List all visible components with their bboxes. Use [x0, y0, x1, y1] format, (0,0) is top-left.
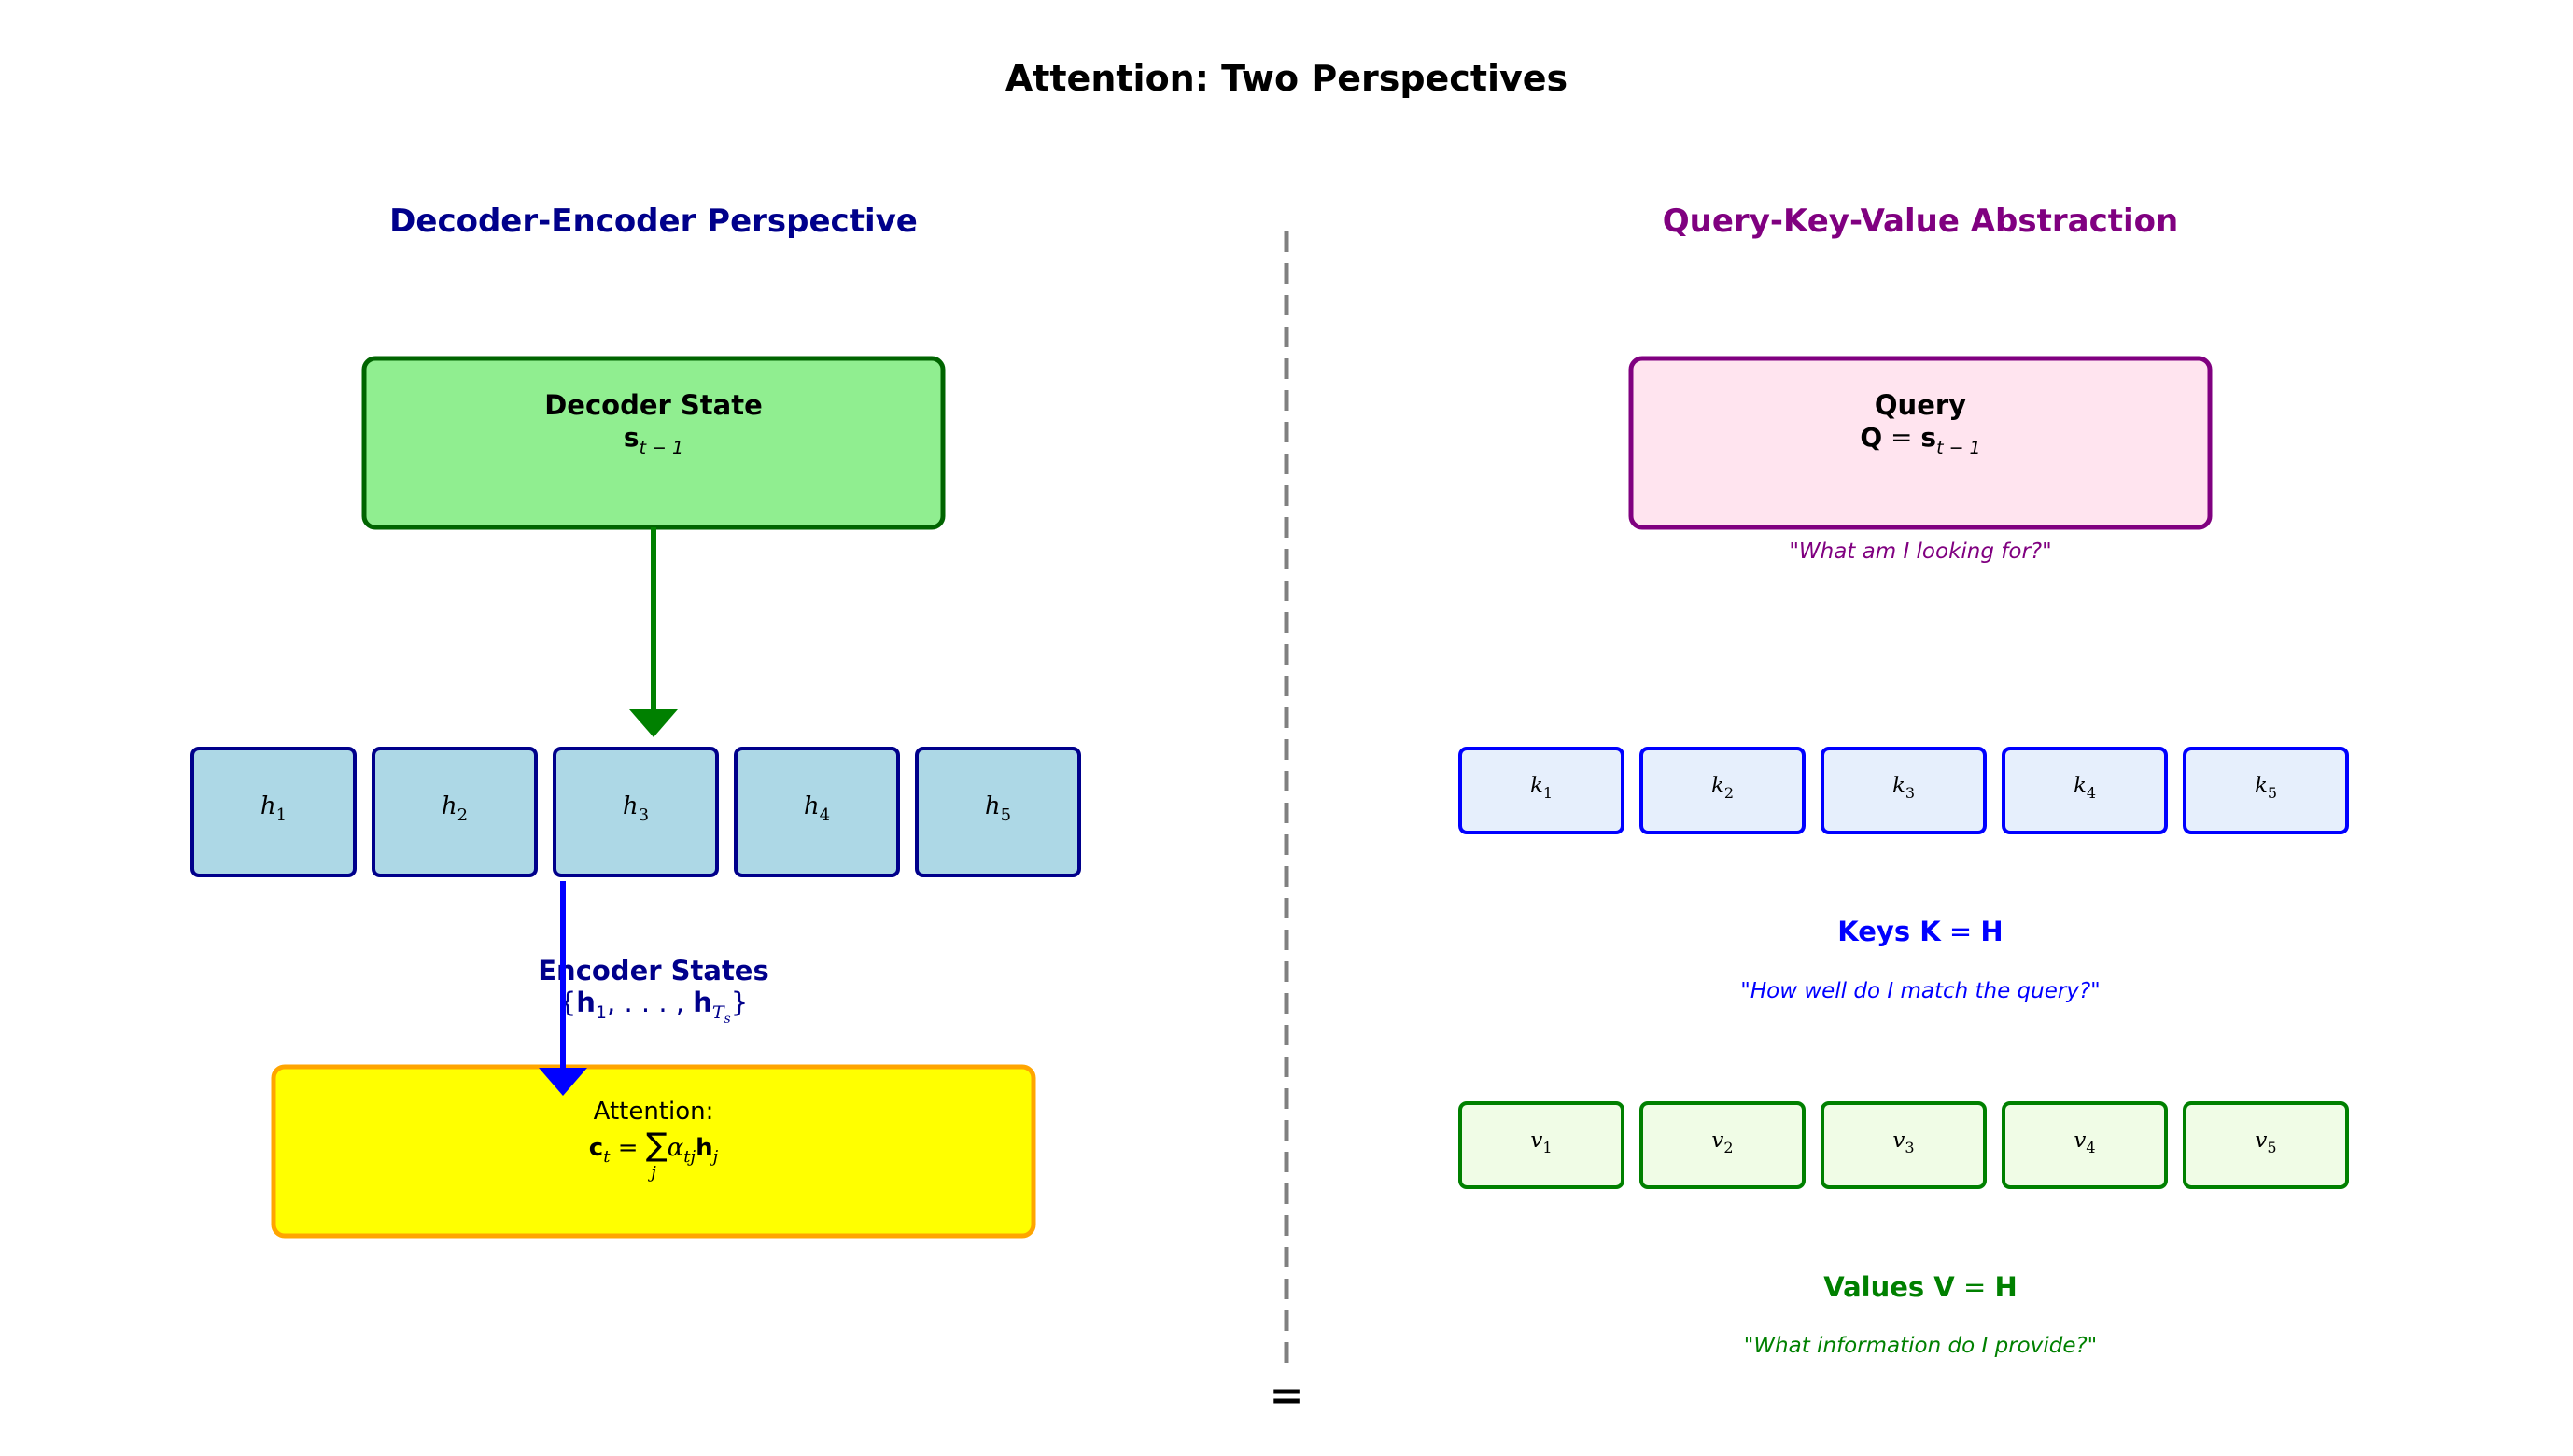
encoder-cell-label: h5: [985, 792, 1011, 825]
divider-label: =: [1270, 1372, 1304, 1420]
encoder-cell-h3: h3: [553, 747, 719, 877]
key-cell-k4: k4: [2002, 747, 2168, 834]
value-cell-v3: v3: [1821, 1101, 1987, 1189]
attention-box: Attention: ct = ∑αtjhj j: [271, 1064, 1036, 1239]
value-cell-label: v3: [1892, 1128, 1914, 1156]
encoder-states-formula: {h1, . . . , hTs}: [559, 987, 748, 1027]
attention-sum-index: j: [647, 1163, 656, 1183]
value-cell-v2: v2: [1639, 1101, 1806, 1189]
key-cell-label: k5: [2255, 774, 2277, 802]
encoder-cell-label: h1: [260, 792, 287, 825]
right-heading: Query-Key-Value Abstraction: [1663, 203, 2178, 240]
encoder-cell-h2: h2: [372, 747, 538, 877]
encoder-cell-label: h4: [804, 792, 830, 825]
key-cell-label: k2: [1711, 774, 1734, 802]
encoder-to-attention-arrow: [539, 881, 587, 1096]
decoder-state-box: Decoder State st − 1: [361, 356, 946, 530]
key-cell-k3: k3: [1821, 747, 1987, 834]
encoder-cell-h4: h4: [734, 747, 900, 877]
attention-label: Attention:: [594, 1098, 714, 1126]
encoder-cell-h1: h1: [190, 747, 357, 877]
key-cell-k1: k1: [1458, 747, 1624, 834]
keys-label: Keys K = H: [1837, 916, 2003, 947]
key-cell-label: k4: [2074, 774, 2096, 802]
encoder-states-label: Encoder States: [538, 955, 769, 987]
key-cell-label: k1: [1530, 774, 1553, 802]
decoder-state-formula: st − 1: [624, 422, 683, 458]
key-cell-label: k3: [1892, 774, 1915, 802]
key-cell-k5: k5: [2183, 747, 2349, 834]
values-note: "What information do I provide?": [1744, 1334, 2098, 1358]
query-label: Query: [1875, 389, 1966, 421]
encoder-cell-label: h2: [442, 792, 468, 825]
value-cell-v4: v4: [2002, 1101, 2168, 1189]
value-cell-label: v2: [1711, 1128, 1733, 1156]
value-cell-label: v1: [1530, 1128, 1552, 1156]
value-cell-label: v5: [2255, 1128, 2276, 1156]
value-cell-v5: v5: [2183, 1101, 2349, 1189]
left-heading: Decoder-Encoder Perspective: [389, 203, 918, 240]
encoder-cell-h5: h5: [915, 747, 1081, 877]
value-cell-label: v4: [2074, 1128, 2095, 1156]
query-formula: Q = st − 1: [1860, 422, 1980, 458]
encoder-cell-label: h3: [623, 792, 649, 825]
values-label: Values V = H: [1823, 1271, 2018, 1303]
keys-note: "How well do I match the query?": [1740, 979, 2101, 1003]
attention-formula: ct = ∑αtjhj: [589, 1127, 719, 1167]
page-title: Attention: Two Perspectives: [1005, 58, 1568, 99]
query-box: Query Q = st − 1: [1628, 356, 2213, 530]
value-cell-v1: v1: [1458, 1101, 1624, 1189]
query-note: "What am I looking for?": [1789, 539, 2051, 564]
decoder-state-label: Decoder State: [544, 389, 763, 421]
decoder-to-encoder-arrow: [629, 527, 678, 737]
key-cell-k2: k2: [1639, 747, 1806, 834]
